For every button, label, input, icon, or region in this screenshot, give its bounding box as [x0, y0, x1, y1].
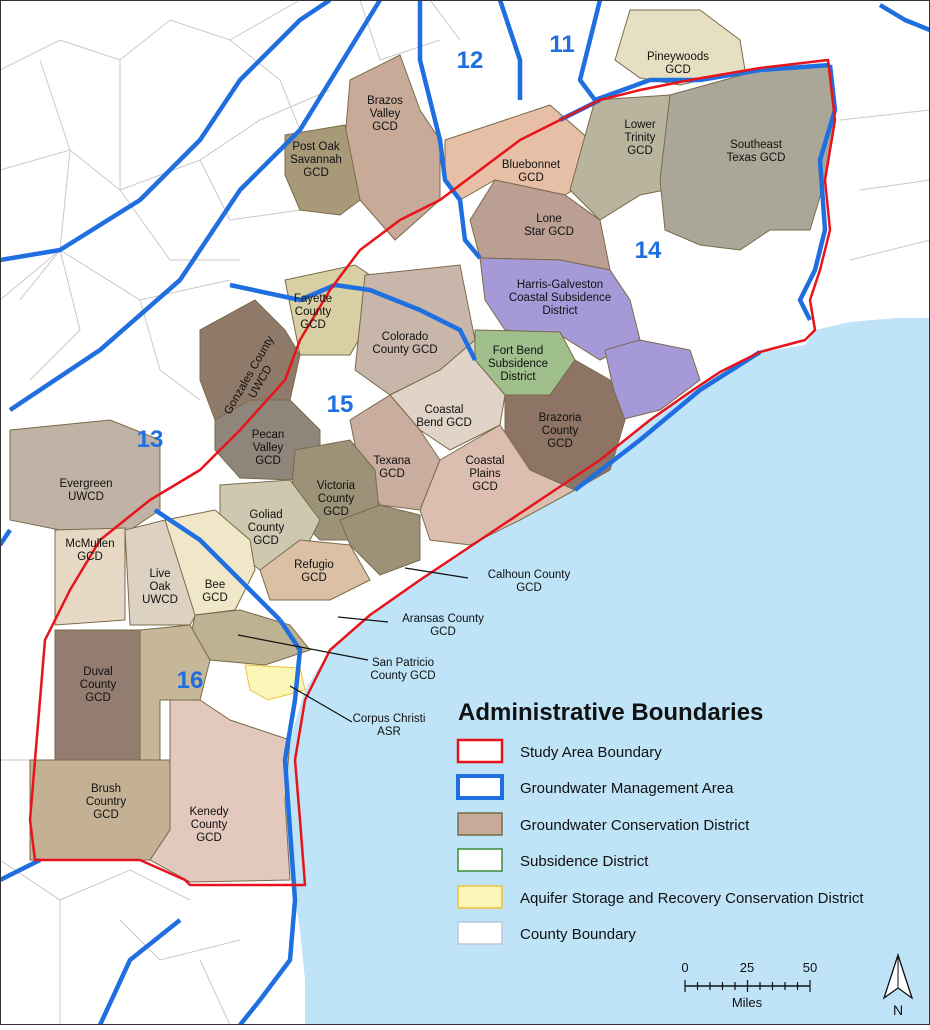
legend-swatch-asr [457, 885, 503, 909]
gma-label-14: 14 [635, 237, 662, 264]
study-area-boundary [28, 58, 837, 887]
legend-label-study-area: Study Area Boundary [520, 744, 662, 761]
gma-label-15: 15 [327, 391, 354, 418]
legend-swatch-county [457, 921, 503, 945]
corpus-christi-asr-area [244, 664, 306, 701]
scale-tick-25: 25 [740, 960, 754, 975]
calhoun-area [339, 504, 421, 576]
callout-leaders [237, 567, 469, 723]
coastal-plains-area [419, 424, 577, 546]
scale-ticks [684, 980, 811, 992]
mcmullen-area [54, 527, 126, 626]
north-arrow: N [882, 952, 914, 1018]
scale-tick-0: 0 [681, 960, 688, 975]
refugio-area [259, 539, 371, 601]
legend-swatch-study-area [456, 738, 504, 764]
gma-labels: 12 11 14 15 13 16 [137, 31, 662, 694]
scale-bar: 0 25 50 Miles [681, 960, 817, 1010]
gulf-water [285, 318, 930, 1025]
legend-label-gcd: Groundwater Conservation District [520, 817, 750, 834]
legend-title: Administrative Boundaries [458, 699, 763, 726]
evergreen-area [9, 419, 161, 531]
legend-label-asr: Aquifer Storage and Recovery Conservatio… [520, 890, 864, 907]
district-polygons [9, 9, 836, 883]
scale-unit: Miles [732, 995, 763, 1010]
legend-swatch-gcd [457, 812, 503, 836]
legend-swatch-gma [456, 774, 504, 800]
scale-tick-50: 50 [803, 960, 817, 975]
legend-swatch-subsidence [457, 848, 503, 872]
north-label: N [893, 1002, 903, 1018]
gma-label-16: 16 [177, 667, 204, 694]
gma-label-11: 11 [549, 31, 574, 58]
gma-label-13: 13 [137, 426, 164, 453]
gma-label-12: 12 [457, 47, 484, 74]
legend: Administrative Boundaries Study Area Bou… [456, 699, 864, 945]
legend-label-subsidence: Subsidence District [520, 853, 649, 870]
legend-label-county: County Boundary [520, 926, 636, 943]
kenedy-area [149, 699, 291, 883]
post-oak-area [284, 124, 361, 216]
legend-label-gma: Groundwater Management Area [520, 780, 734, 797]
